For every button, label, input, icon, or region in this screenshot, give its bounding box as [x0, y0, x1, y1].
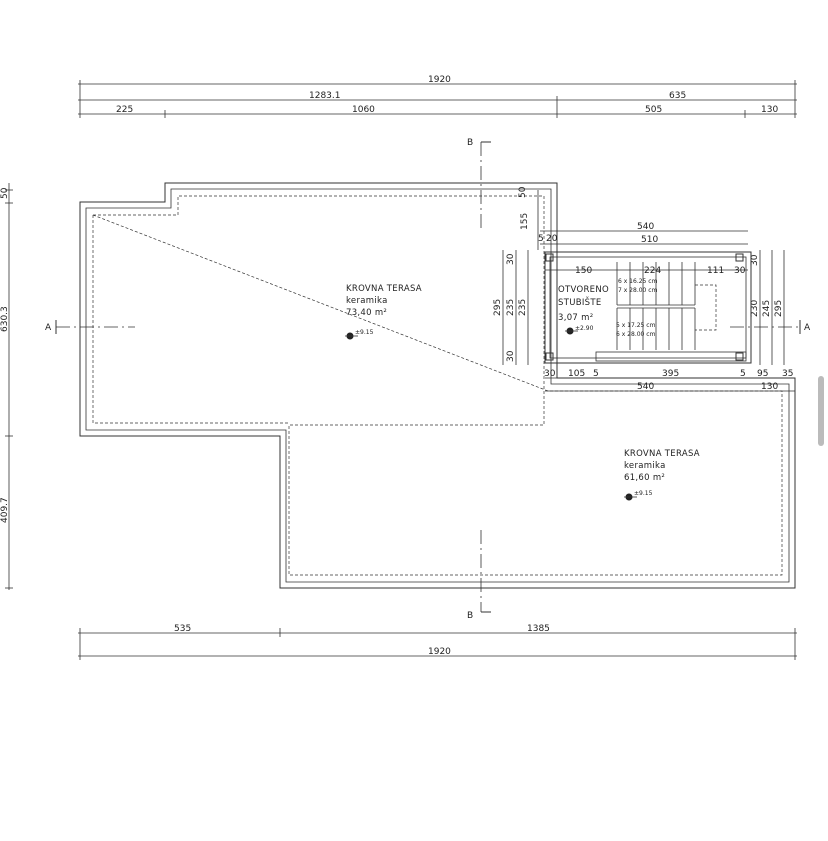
stair-name-2: STUBIŠTE: [558, 296, 602, 308]
stair-note-1: 6 x 16.25 cm: [618, 278, 658, 285]
dim-stair-35: 35: [782, 369, 793, 379]
dim-right-295: 295: [774, 300, 784, 317]
terrace-lower-finish: keramika: [624, 461, 666, 471]
stair-name-1: OTVORENO: [558, 285, 609, 295]
dim-stair-111: 111: [707, 266, 724, 276]
dim-stair-150: 150: [575, 266, 592, 276]
dim-bottom-s2: 1385: [527, 624, 550, 634]
section-a-right: A: [804, 323, 811, 333]
dim-right-30: 30: [750, 254, 760, 266]
dim-stair-395: 395: [662, 369, 679, 379]
stair-area: 3,07 m²: [558, 313, 593, 323]
room-terrace-lower: KROVNA TERASA keramika 61,60 m² ±9.15: [624, 449, 700, 501]
dim-left-155: 155: [520, 213, 530, 230]
dim-bottom-s1: 535: [174, 624, 191, 634]
bottom-dimension-chain: 535 1385 1920: [78, 624, 797, 660]
stair-note-2: 7 x 28.00 cm: [618, 287, 658, 294]
dim-left-30b: 30: [506, 350, 516, 362]
dim-stair-30b: 30: [544, 369, 556, 379]
section-a-left: A: [45, 323, 52, 333]
dim-top-seg-b: 635: [669, 91, 686, 101]
dim-left-50: 50: [518, 186, 528, 198]
dim-bottom-overall: 1920: [428, 647, 451, 657]
dim-top-seg-a: 1283.1: [309, 91, 341, 101]
left-dimension-chain: 50 630.3 409.7: [0, 183, 13, 590]
dim-left-295: 295: [493, 299, 503, 316]
terrace-upper-level: ±9.15: [355, 329, 374, 336]
dim-left-30a: 30: [506, 253, 516, 265]
stairwell: 6 x 16.25 cm 7 x 28.00 cm 5 x 17.25 cm 6…: [544, 251, 752, 364]
section-b-top: B: [467, 138, 473, 148]
terrace-upper-area: 73,40 m²: [346, 308, 387, 318]
dim-top-s4: 130: [761, 105, 778, 115]
dim-stair-540-top: 540: [637, 222, 654, 232]
dim-stair-540-bottom: 540: [637, 382, 654, 392]
dim-stair-105: 105: [568, 369, 585, 379]
terrace-upper-name: KROVNA TERASA: [346, 284, 422, 294]
dim-left-upper: 630.3: [0, 306, 10, 332]
dim-stair-510: 510: [641, 235, 658, 245]
stair-note-4: 6 x 28.00 cm: [616, 331, 656, 338]
dim-left-top: 50: [0, 187, 10, 199]
scrollbar-thumb[interactable]: [818, 376, 824, 446]
dim-left-20: 20: [546, 234, 558, 244]
dim-stair-30: 30: [734, 266, 746, 276]
dim-left-5: 5: [538, 234, 544, 244]
room-stairwell: OTVORENO STUBIŠTE 3,07 m² ±2.90: [558, 285, 609, 335]
top-dimension-chain: 1920 1283.1 635 225 1060 505 130: [78, 75, 797, 118]
stair-note-3: 5 x 17.25 cm: [616, 322, 656, 329]
terrace-lower-name: KROVNA TERASA: [624, 449, 700, 459]
terrace-lower-area: 61,60 m²: [624, 473, 665, 483]
dim-stair-5b: 5: [740, 369, 746, 379]
dim-stair-95: 95: [757, 369, 768, 379]
dim-stair-224: 224: [644, 266, 661, 276]
dim-left-235a: 235: [506, 299, 516, 316]
dim-top-s3: 505: [645, 105, 662, 115]
dim-stair-5: 5: [593, 369, 599, 379]
dim-stair-130: 130: [761, 382, 778, 392]
dim-top-overall: 1920: [428, 75, 451, 85]
dim-right-245: 245: [762, 300, 772, 317]
terrace-upper-finish: keramika: [346, 296, 388, 306]
stairwell-dimensions: 540 510 150 224 111 30 30 105 5 395 5 95…: [493, 186, 795, 392]
dim-top-s1: 225: [116, 105, 133, 115]
section-marks: A A B B: [45, 138, 811, 621]
dim-left-235b: 235: [518, 299, 528, 316]
dim-top-s2: 1060: [352, 105, 375, 115]
stair-level: ±2.90: [575, 325, 594, 332]
terrace-lower-level: ±9.15: [634, 490, 653, 497]
dim-right-230: 230: [750, 300, 760, 317]
section-b-bottom: B: [467, 611, 473, 621]
room-terrace-upper: KROVNA TERASA keramika 73,40 m² ±9.15: [345, 284, 422, 340]
dim-left-lower: 409.7: [0, 497, 10, 523]
